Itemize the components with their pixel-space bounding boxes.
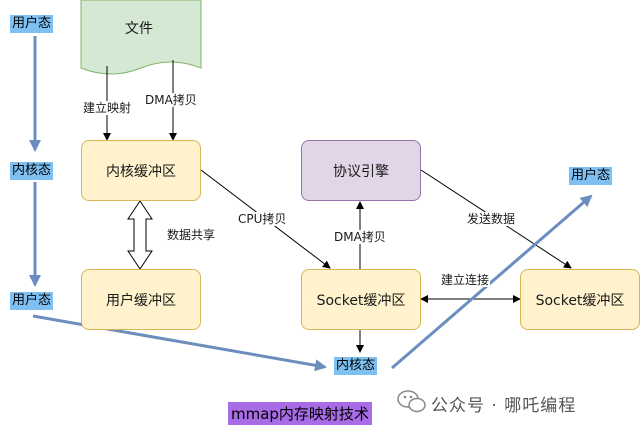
kernel-mode-tag-mid: 内核态 <box>10 162 54 180</box>
protocol-engine-node: 协议引擎 <box>301 140 421 201</box>
dma-copy-engine-label: DMA拷贝 <box>333 230 387 244</box>
socket-buffer-right-node: Socket缓冲区 <box>520 269 640 330</box>
connection-label: 建立连接 <box>440 273 491 287</box>
user-mode-tag-right: 用户态 <box>569 167 613 185</box>
socket-buffer-left-node: Socket缓冲区 <box>301 269 421 330</box>
kernel-buffer-node: 内核缓冲区 <box>81 140 201 201</box>
mode-arrow-kernel-to-user-right <box>391 194 593 370</box>
diagram-caption: mmap内存映射技术 <box>228 402 372 425</box>
dma-copy-file-label: DMA拷贝 <box>144 93 198 107</box>
send-data-label: 发送数据 <box>466 212 517 226</box>
cpu-copy-label: CPU拷贝 <box>237 212 288 226</box>
file-label: 文件 <box>125 21 153 37</box>
file-shape <box>80 0 202 75</box>
kernel-mode-tag-bottom: 内核态 <box>334 357 378 375</box>
watermark-text: 公众号 · 哪吒编程 <box>431 396 577 416</box>
shared-data-label: 数据共享 <box>166 228 217 242</box>
user-mode-tag-low: 用户态 <box>10 292 54 310</box>
user-buffer-node: 用户缓冲区 <box>81 269 201 330</box>
user-mode-tag-top: 用户态 <box>10 15 54 33</box>
wechat-icon <box>397 390 426 413</box>
mmap-label: 建立映射 <box>82 101 133 115</box>
shared-data-double-arrow <box>127 200 153 270</box>
